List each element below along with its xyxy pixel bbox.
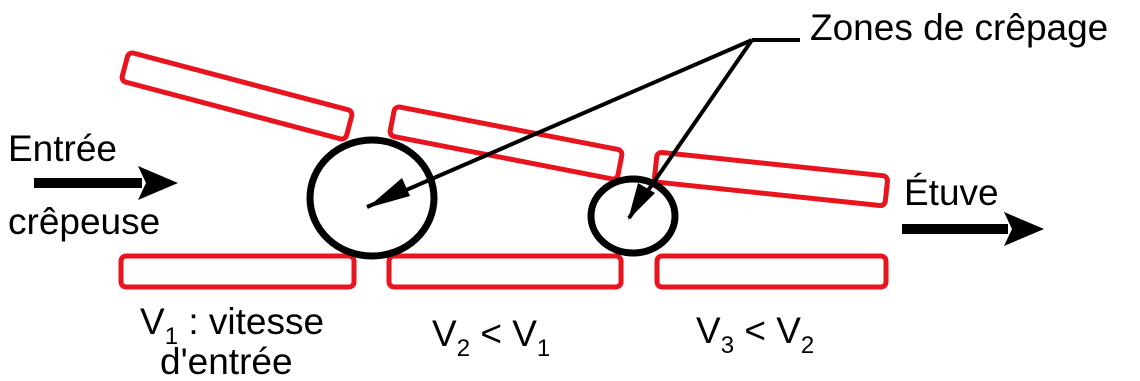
v1-label-line2: d'entrée	[160, 341, 293, 381]
entry-label-line2: crêpeuse	[8, 201, 160, 242]
callout-arrow-1	[366, 38, 753, 209]
top-belt-2	[387, 104, 625, 182]
callout-arrowhead-2	[628, 183, 655, 220]
callout-arrow-2	[627, 38, 754, 220]
callout-label: Zones de crêpage	[810, 7, 1108, 48]
entry-label-line1: Entrée	[8, 128, 117, 169]
exit-arrow-icon	[902, 212, 1044, 246]
v1-label: V1 : vitesse	[140, 301, 324, 350]
bottom-belts	[118, 253, 889, 290]
entry-arrow-icon	[34, 166, 178, 200]
top-belts	[119, 50, 890, 209]
v3-label: V3 < V2	[696, 310, 814, 359]
bottom-belt-1	[118, 253, 357, 290]
bottom-belt-3	[654, 253, 889, 290]
bottom-belt-2	[386, 253, 624, 290]
creping-zone-2	[587, 175, 679, 257]
creping-zone-1	[306, 136, 438, 260]
top-belt-3	[652, 149, 890, 209]
v2-label: V2 < V1	[432, 313, 550, 362]
callout-arrowhead-1	[367, 178, 410, 208]
top-belt-1	[119, 50, 355, 142]
exit-label: Étuve	[904, 172, 999, 213]
